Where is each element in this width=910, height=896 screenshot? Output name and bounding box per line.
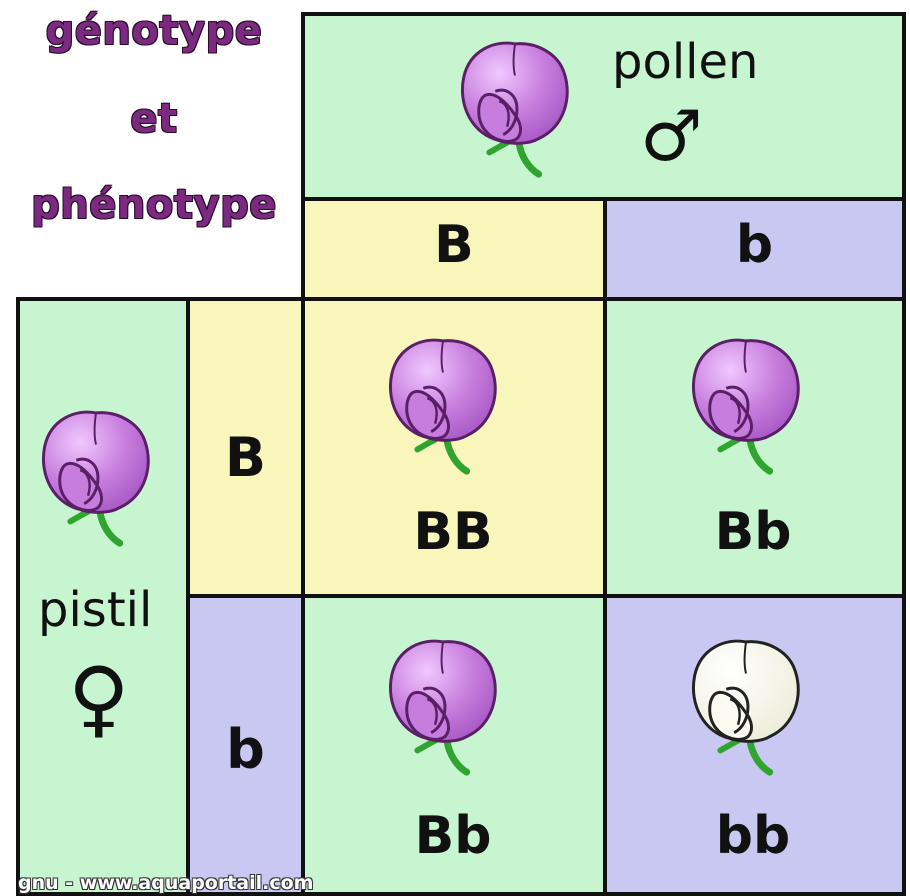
column-allele-b: b bbox=[603, 215, 906, 275]
row-allele-b: b bbox=[186, 718, 305, 781]
cell-BB-flower-icon bbox=[383, 333, 503, 481]
female-symbol-icon: ♀ bbox=[68, 650, 130, 746]
pollen-label: pollen bbox=[612, 34, 758, 90]
pistil-flower-icon bbox=[36, 405, 156, 553]
cell-Bb-top-genotype: Bb bbox=[603, 502, 903, 562]
cell-Bb-bottom-genotype: Bb bbox=[303, 806, 603, 866]
male-symbol-icon: ♂ bbox=[640, 96, 703, 176]
pistil-label: pistil bbox=[38, 582, 152, 638]
title-genotype: génotype bbox=[18, 8, 290, 54]
cell-bb-genotype: bb bbox=[603, 806, 903, 866]
cell-BB-genotype: BB bbox=[303, 502, 603, 562]
watermark: gnu - www.aquaportail.com bbox=[18, 872, 313, 894]
cell-bb-flower-icon bbox=[686, 634, 806, 782]
cell-Bb-top-flower-icon bbox=[686, 333, 806, 481]
title-et: et bbox=[18, 96, 290, 142]
column-allele-B: B bbox=[301, 215, 607, 275]
title-phenotype: phénotype bbox=[18, 182, 290, 228]
cell-Bb-bottom-flower-icon bbox=[383, 634, 503, 782]
pollen-header bbox=[301, 12, 906, 201]
pollen-flower-icon bbox=[455, 36, 575, 184]
row-allele-B: B bbox=[186, 426, 305, 489]
